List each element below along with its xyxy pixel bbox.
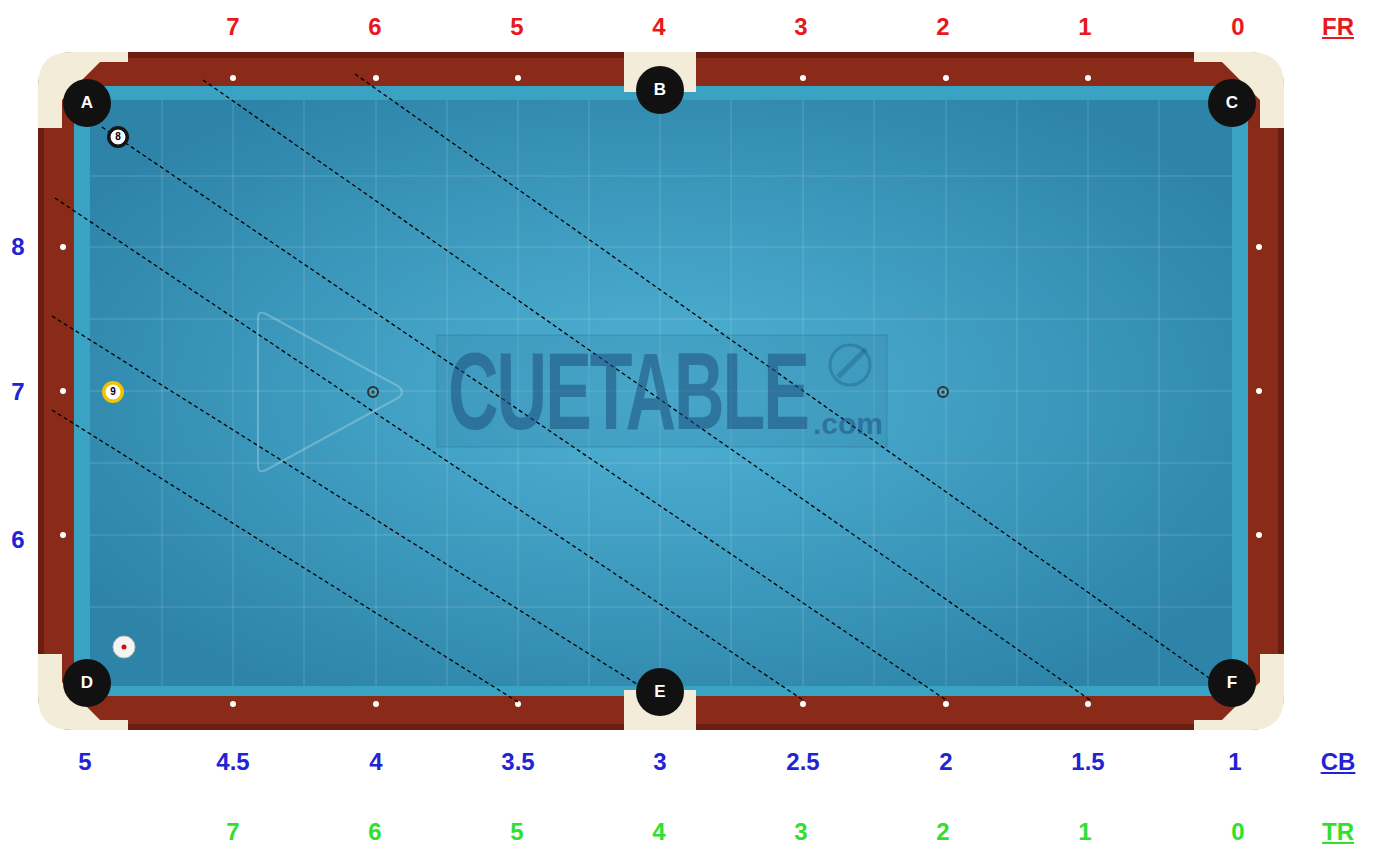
pocket-letter: F [1227, 673, 1237, 693]
ball-number: 9 [110, 387, 116, 397]
scale-number: 7 [226, 820, 239, 844]
nine-ball: 9 [102, 381, 124, 403]
scale-number: 0 [1231, 820, 1244, 844]
pocket-letter: E [654, 682, 665, 702]
scale-number: 5 [78, 750, 91, 774]
scale-name: CB [1321, 750, 1356, 774]
scale-number: 5 [510, 820, 523, 844]
pocket-letter: C [1226, 93, 1238, 113]
side-pocket: E [636, 668, 684, 716]
scale-number: 4 [652, 15, 665, 39]
scale-number: 3.5 [501, 750, 534, 774]
scale-number: 6 [11, 528, 24, 552]
scale-number: 3 [794, 820, 807, 844]
scale-number: 4 [652, 820, 665, 844]
scale-number: 1 [1078, 820, 1091, 844]
watermark: CUETABLE [448, 338, 808, 447]
ball-number: 8 [115, 132, 121, 142]
scale-number: 8 [11, 235, 24, 259]
side-pocket: B [636, 66, 684, 114]
pocket-letter: B [654, 80, 666, 100]
scale-number: 5 [510, 15, 523, 39]
scale-name: TR [1322, 820, 1354, 844]
eight-ball: 8 [107, 126, 129, 148]
scale-number: 2 [939, 750, 952, 774]
scale-number: 3 [794, 15, 807, 39]
scale-number: 4 [369, 750, 382, 774]
scale-name: FR [1322, 15, 1354, 39]
scale-number: 2 [936, 820, 949, 844]
scale-number: 0 [1231, 15, 1244, 39]
corner-pocket: F [1208, 659, 1256, 707]
corner-pocket: A [63, 79, 111, 127]
scale-number: 3 [653, 750, 666, 774]
scale-number: 7 [226, 15, 239, 39]
scale-number: 1 [1078, 15, 1091, 39]
pocket-letter: A [81, 93, 93, 113]
scale-number: 2 [936, 15, 949, 39]
scale-number: 2.5 [786, 750, 819, 774]
scale-number: 7 [11, 380, 24, 404]
scale-number: 1 [1228, 750, 1241, 774]
scale-number: 6 [368, 15, 381, 39]
scale-number: 1.5 [1071, 750, 1104, 774]
pocket-letter: D [81, 673, 93, 693]
scale-number: 4.5 [216, 750, 249, 774]
corner-pocket: C [1208, 79, 1256, 127]
corner-pocket: D [63, 659, 111, 707]
watermark: .com [813, 409, 883, 439]
scale-number: 6 [368, 820, 381, 844]
